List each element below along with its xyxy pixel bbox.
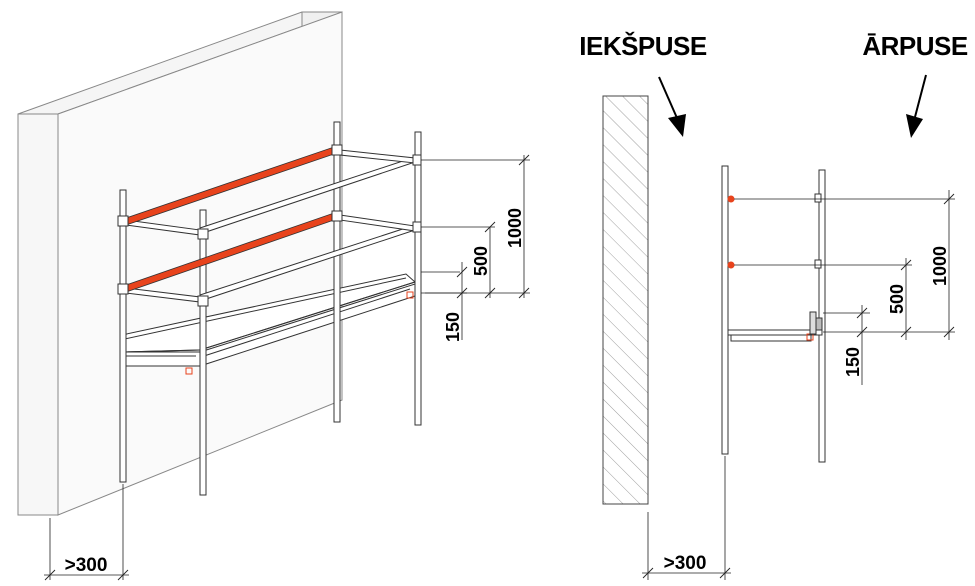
orange-rail-dot-top <box>727 195 735 203</box>
rail-couplers <box>117 144 422 307</box>
right-dim-gap: >300 <box>664 553 707 574</box>
left-wall-gap-dimension: >300 <box>44 484 129 581</box>
arrow-inside-icon <box>658 76 686 137</box>
left-dim-1000: 1000 <box>505 208 525 248</box>
label-outside: ĀRPUSE <box>862 31 968 61</box>
post-back-left <box>333 121 341 423</box>
post-front-left <box>119 189 127 483</box>
scaffold-posts <box>119 121 422 496</box>
orange-rail-dot-mid <box>727 261 735 269</box>
left-dim-gap: >300 <box>65 555 108 576</box>
right-dim-500: 500 <box>887 284 907 314</box>
right-section-view: IEKŠPUSE ĀRPUSE <box>579 31 968 580</box>
platform-section <box>727 311 823 342</box>
left-height-dimensions: 1000 500 150 <box>421 154 530 342</box>
post-outer <box>818 169 826 463</box>
platform-deck <box>119 273 416 375</box>
post-back-right <box>414 131 422 426</box>
label-inside: IEKŠPUSE <box>579 31 707 61</box>
right-dim-1000: 1000 <box>930 246 950 286</box>
post-inner <box>721 165 729 455</box>
right-height-dimensions: 1000 500 150 <box>734 190 955 385</box>
wall-section <box>602 95 649 505</box>
wall-block <box>17 11 343 516</box>
left-dim-500: 500 <box>471 246 491 276</box>
post-front-right <box>199 209 207 496</box>
arrow-outside-icon <box>906 74 927 138</box>
right-dim-150: 150 <box>843 347 863 377</box>
left-perspective-view: 1000 500 150 >300 <box>17 11 530 581</box>
left-dim-150: 150 <box>443 312 463 342</box>
right-wall-gap-dimension: >300 <box>642 456 731 580</box>
